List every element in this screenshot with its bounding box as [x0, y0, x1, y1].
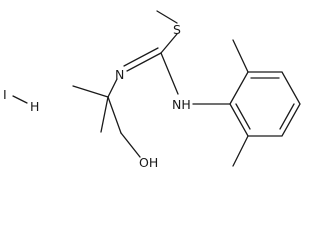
- ring-methyl-bottom: [232, 135, 249, 167]
- benzene-ring: [229, 71, 301, 137]
- s-methyl-bond: [156, 10, 178, 24]
- n-quat-bond: [107, 78, 118, 98]
- cn-double-bond-b: [123, 47, 159, 67]
- amine-nitrogen-label: NH: [172, 97, 191, 112]
- c-nh-bond: [160, 52, 179, 95]
- hydrogen-label: H: [30, 99, 39, 114]
- hydroxyl-label: OH: [139, 155, 158, 170]
- imine-nitrogen-label: N: [115, 67, 124, 82]
- cn-double-bond-a: [126, 52, 162, 72]
- ring-methyl-top: [232, 39, 249, 73]
- ring-double-2: [279, 103, 295, 130]
- ring-double-3: [235, 103, 251, 130]
- iodine-label: I: [3, 87, 7, 102]
- quat-methyl-down: [100, 96, 109, 133]
- ch2-oh-bond: [120, 132, 141, 158]
- s-carbon-bond: [160, 33, 178, 54]
- quat-ch2-bond: [107, 96, 122, 134]
- chemical-structure: I H S N NH OH: [3, 10, 301, 170]
- sulfur-label: S: [173, 22, 181, 37]
- quat-methyl-left: [72, 85, 109, 98]
- hi-bond: [12, 95, 28, 104]
